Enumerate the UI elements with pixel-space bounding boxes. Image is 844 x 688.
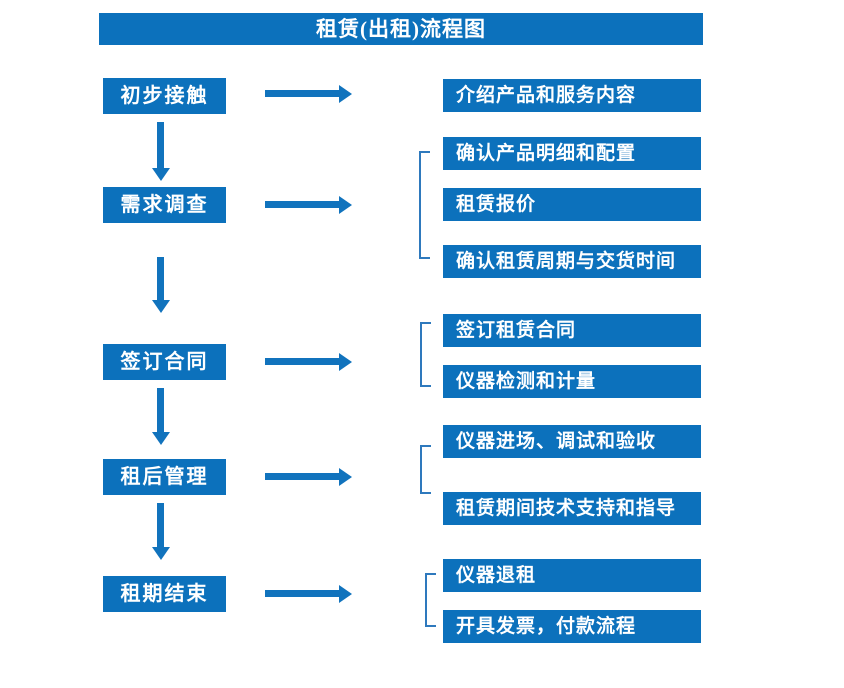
down-arrow-4: [157, 503, 164, 547]
right-arrow-5: [265, 590, 339, 597]
right-arrow-2: [265, 201, 339, 208]
detail-box-rental-quote: 租赁报价: [443, 188, 701, 221]
detail-box-instrument-return: 仪器退租: [443, 559, 701, 592]
stage-box-sign-contract: 签订合同: [103, 344, 226, 380]
right-arrow-3: [265, 358, 339, 365]
group-bracket-demand-survey: [419, 151, 430, 259]
detail-box-confirm-period-delivery: 确认租赁周期与交货时间: [443, 245, 701, 278]
detail-box-instrument-inspection: 仪器检测和计量: [443, 365, 701, 398]
stage-box-post-rental-management: 租后管理: [103, 459, 226, 495]
right-arrow-1: [265, 90, 339, 97]
group-bracket-post-rental: [420, 445, 431, 494]
right-arrow-4: [265, 473, 339, 480]
group-bracket-rental-end: [425, 573, 436, 627]
stage-box-demand-survey: 需求调查: [103, 187, 226, 223]
down-arrow-3: [157, 388, 164, 432]
down-arrow-2: [157, 257, 164, 300]
stage-box-initial-contact: 初步接触: [103, 78, 226, 114]
stage-box-rental-end: 租期结束: [103, 576, 226, 612]
detail-box-sign-rental-contract: 签订租赁合同: [443, 314, 701, 347]
group-bracket-sign-contract: [420, 322, 431, 387]
page-title: 租赁(出租)流程图: [99, 13, 703, 45]
detail-box-introduce-products: 介绍产品和服务内容: [443, 79, 701, 112]
detail-box-tech-support: 租赁期间技术支持和指导: [443, 492, 701, 525]
detail-box-invoice-payment: 开具发票，付款流程: [443, 610, 701, 643]
detail-box-instrument-setup: 仪器进场、调试和验收: [443, 425, 701, 458]
down-arrow-1: [157, 122, 164, 168]
detail-box-confirm-product-config: 确认产品明细和配置: [443, 137, 701, 170]
